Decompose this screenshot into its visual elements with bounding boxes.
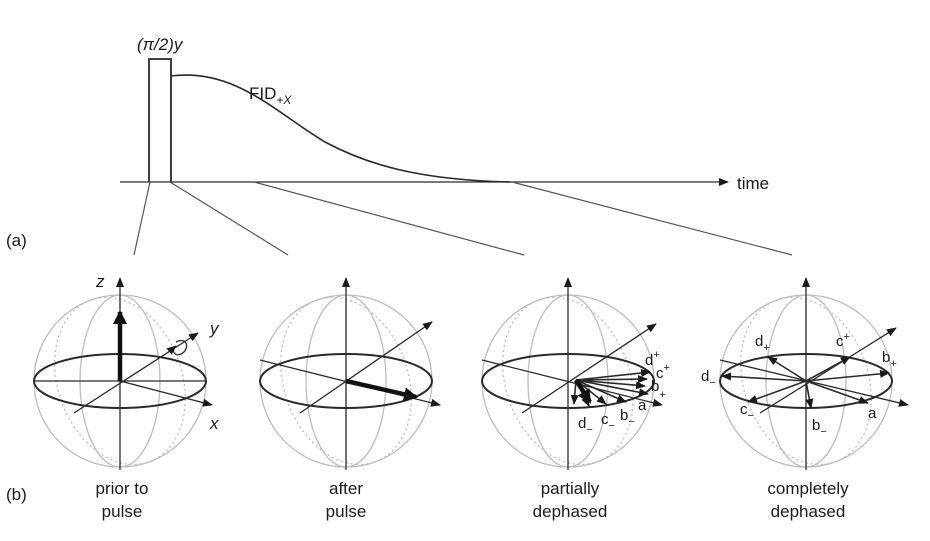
panel-b-label: (b) bbox=[6, 485, 27, 504]
leader-line-1 bbox=[133, 181, 151, 256]
vector-label-d-minus: d− bbox=[701, 368, 716, 389]
caption-completely-dephased-line2: dephased bbox=[771, 502, 846, 521]
sphere-after-pulse bbox=[259, 277, 441, 470]
sphere-partially-dephased: d+ c+ b+ a b− c− d− bbox=[481, 277, 670, 470]
caption-completely-dephased-line1: completely bbox=[767, 479, 849, 498]
leader-line-2 bbox=[169, 181, 289, 256]
vector-label-b-minus: b− bbox=[620, 407, 635, 428]
pulse-label: (π/2)y bbox=[137, 35, 184, 54]
caption-after-pulse-line1: after bbox=[329, 479, 363, 498]
vector-label-d-plus: d+ bbox=[645, 349, 660, 369]
dephasing-vectors bbox=[570, 368, 651, 407]
caption-after-pulse-line2: pulse bbox=[326, 502, 367, 521]
sphere-prior-to-pulse: z y x bbox=[33, 272, 220, 470]
y-axis-label: y bbox=[209, 319, 220, 338]
vector-label-c-plus: c+ bbox=[656, 362, 670, 382]
fid-decay-curve bbox=[170, 74, 511, 183]
caption-partially-dephased-line2: dephased bbox=[533, 502, 608, 521]
x-axis-label: x bbox=[209, 414, 219, 433]
caption-prior-to-pulse-line1: prior to bbox=[96, 479, 149, 498]
time-label: time bbox=[737, 174, 769, 193]
vector-label-b-plus: b+ bbox=[651, 378, 666, 401]
vector-label-c-minus: c− bbox=[601, 411, 615, 432]
pulse-rectangle bbox=[148, 58, 172, 182]
x-axis bbox=[119, 380, 213, 407]
z-axis-label: z bbox=[95, 272, 105, 291]
sphere-completely-dephased: d+ c+ b+ d− c− b− a bbox=[701, 277, 909, 470]
vector-label-d-plus: d+ bbox=[755, 333, 770, 354]
panel-a-label: (a) bbox=[6, 231, 27, 250]
caption-partially-dephased-line1: partially bbox=[541, 479, 600, 498]
vector-label-b-minus: b− bbox=[812, 417, 827, 438]
magnetization-vector bbox=[345, 378, 418, 402]
vector-label-d-minus: d− bbox=[578, 415, 593, 436]
vector-label-a: a bbox=[638, 397, 647, 414]
vector-label-c-plus: c+ bbox=[836, 331, 850, 350]
fid-label: FID+X bbox=[249, 84, 292, 107]
vector-label-b-plus: b+ bbox=[882, 349, 897, 370]
leader-line-3 bbox=[253, 181, 525, 256]
rotation-arrow-icon bbox=[166, 339, 188, 356]
vector-label-a: a bbox=[868, 405, 877, 422]
panel-a: time (π/2)y FID+X (a) bbox=[6, 35, 793, 256]
caption-prior-to-pulse-line2: pulse bbox=[102, 502, 143, 521]
dephased-vectors bbox=[721, 356, 890, 409]
vector-label-c-minus: c− bbox=[740, 401, 754, 422]
leader-line-4 bbox=[511, 181, 793, 256]
y-axis bbox=[73, 332, 199, 414]
